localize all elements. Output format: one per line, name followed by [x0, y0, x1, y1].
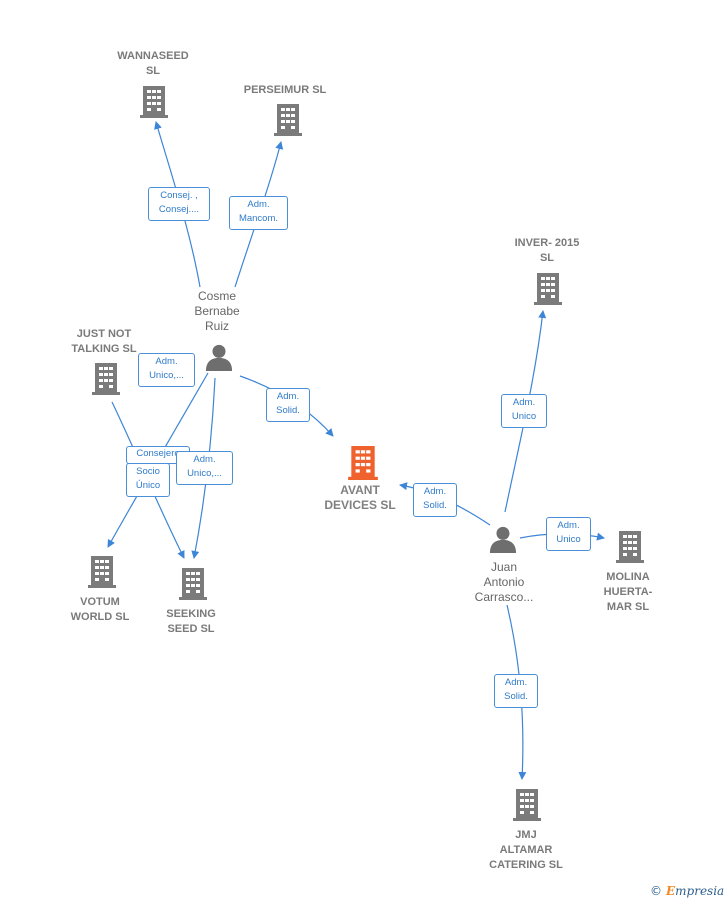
company-label-just-not-talking[interactable]: JUST NOT TALKING SL: [71, 328, 137, 355]
brand-name: mpresia: [675, 884, 725, 898]
building-icon: [140, 86, 168, 118]
company-label-wannaseed[interactable]: WANNASEED SL: [117, 50, 189, 77]
company-label-perseimur[interactable]: PERSEIMUR SL: [243, 84, 327, 96]
building-icon-main: [348, 446, 378, 480]
building-icon: [179, 568, 207, 600]
company-label-molina[interactable]: MOLINA HUERTA- MAR SL: [603, 571, 653, 613]
brand-initial: E: [666, 884, 676, 898]
building-icon: [88, 556, 116, 588]
company-label-avant-devices[interactable]: AVANT DEVICES SL: [324, 483, 396, 512]
relation-badge-adm-mancom[interactable]: Adm. Mancom.: [229, 196, 288, 230]
relation-badge-adm-unico-2[interactable]: Adm. Unico,...: [176, 451, 233, 485]
company-label-votum-world[interactable]: VOTUM WORLD SL: [70, 596, 130, 623]
company-label-inver-2015[interactable]: INVER- 2015 SL: [514, 237, 580, 264]
relation-badge-consej[interactable]: Consej. , Consej....: [148, 187, 210, 221]
building-icon: [513, 789, 541, 821]
relation-badge-adm-unico-molina[interactable]: Adm. Unico: [546, 517, 591, 551]
building-icon: [92, 363, 120, 395]
relation-badge-adm-solid-2[interactable]: Adm. Solid.: [413, 483, 457, 517]
person-label-cosme[interactable]: Cosme Bernabe Ruiz: [194, 289, 240, 333]
brand-footer: © Empresia: [650, 884, 724, 898]
copyright-icon: ©: [650, 884, 662, 898]
person-label-juan[interactable]: Juan Antonio Carrasco...: [474, 560, 534, 604]
building-icon: [616, 531, 644, 563]
person-icon: [489, 526, 517, 553]
relation-badge-adm-solid-jmj[interactable]: Adm. Solid.: [494, 674, 538, 708]
relation-badge-adm-solid-1[interactable]: Adm. Solid.: [266, 388, 310, 422]
relation-badge-socio-unico[interactable]: Socio Único: [126, 463, 170, 497]
company-label-seeking-seed[interactable]: SEEKING SEED SL: [166, 608, 216, 635]
building-icon: [534, 273, 562, 305]
relation-badge-adm-unico-inver[interactable]: Adm. Unico: [501, 394, 547, 428]
building-icon: [274, 104, 302, 136]
company-label-jmj-altamar[interactable]: JMJ ALTAMAR CATERING SL: [489, 829, 563, 871]
person-icon: [205, 344, 233, 371]
relation-badge-adm-unico-1[interactable]: Adm. Unico,...: [138, 353, 195, 387]
